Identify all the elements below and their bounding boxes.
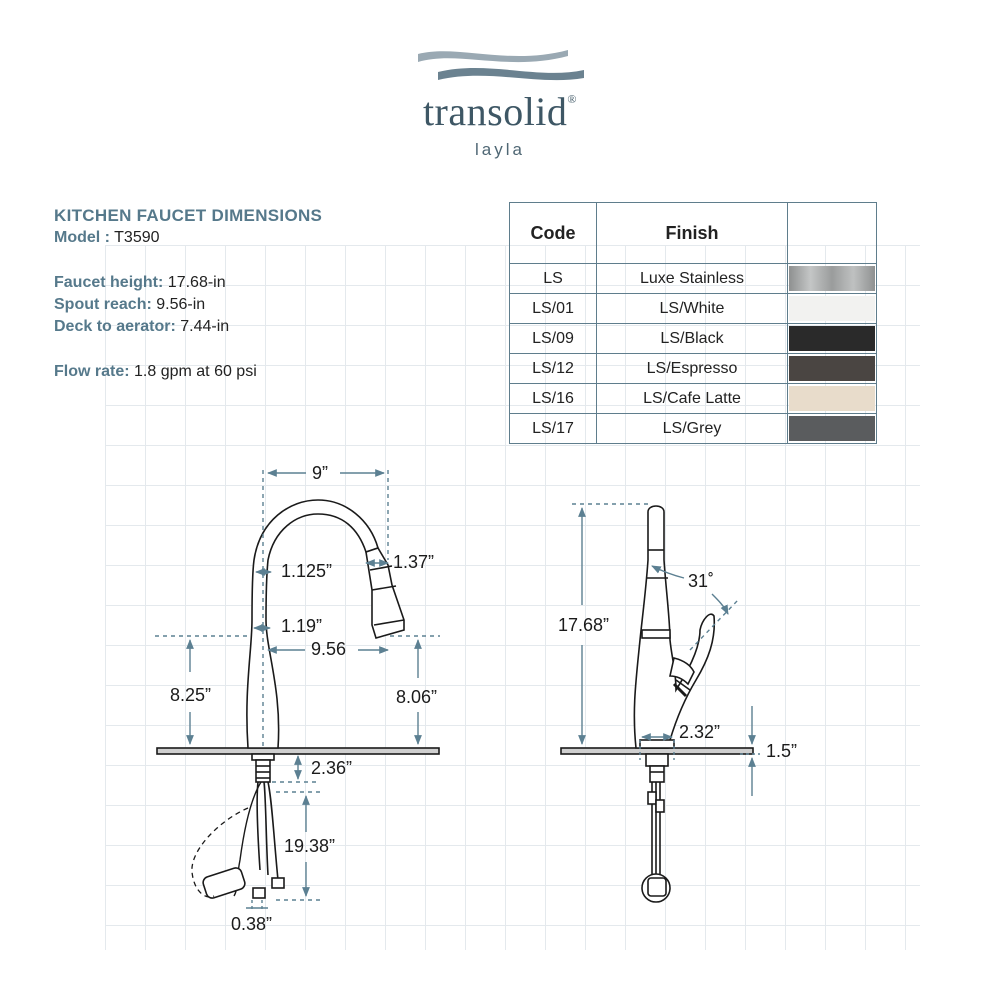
- finish-code: LS: [509, 263, 597, 294]
- finish-swatch: [789, 266, 875, 291]
- dim-tube-dia-low: 1.19”: [281, 616, 323, 636]
- finish-name: LS/Black: [596, 323, 788, 354]
- finish-swatch-cell: [787, 353, 877, 384]
- finish-swatch: [789, 326, 875, 351]
- dim-hose-dia: 0.38”: [231, 914, 273, 934]
- brand-name: transolid®: [422, 89, 578, 134]
- finish-name: LS/Cafe Latte: [596, 383, 788, 414]
- specs-panel: KITCHEN FAUCET DIMENSIONS Model : T3590 …: [54, 205, 322, 383]
- side-dimension-lines: [572, 503, 760, 796]
- model-line: Model : T3590: [54, 229, 160, 246]
- finish-swatch-cell: [787, 383, 877, 414]
- dim-base-dia: 2.32”: [679, 722, 721, 742]
- header-finish: Finish: [596, 202, 788, 264]
- dim-deck-thickness: 1.5”: [766, 741, 798, 761]
- front-deck: [156, 747, 440, 755]
- flow-line: Flow rate: 1.8 gpm at 60 psi: [54, 363, 257, 380]
- side-view-drawing: [560, 505, 754, 903]
- table-header-row: Code Finish: [509, 202, 877, 264]
- finish-name: LS/White: [596, 293, 788, 324]
- collection-name: layla: [475, 140, 525, 159]
- finish-swatch: [789, 296, 875, 321]
- finish-swatch-cell: [787, 413, 877, 444]
- finish-swatch-cell: [787, 263, 877, 294]
- side-deck: [560, 747, 754, 755]
- dim-handle-angle: 31˚: [688, 571, 715, 591]
- dim-aerator-height: 8.06”: [396, 687, 438, 707]
- finish-swatch: [789, 386, 875, 411]
- brand-logo: transolid® layla: [400, 40, 600, 170]
- front-dimension-lines: [155, 469, 440, 912]
- dim-reach: 9.56: [311, 639, 347, 659]
- wave-logo-icon: [418, 50, 584, 81]
- dim-total-height: 17.68”: [558, 615, 610, 635]
- specs-title: KITCHEN FAUCET DIMENSIONS: [54, 206, 323, 225]
- dim-hose: 19.38”: [284, 836, 336, 856]
- dim-head-dia: 1.37”: [393, 552, 435, 572]
- dim-body-height: 8.25”: [170, 685, 212, 705]
- finish-name: LS/Grey: [596, 413, 788, 444]
- front-view-drawing: [156, 499, 440, 899]
- finish-swatch: [789, 416, 875, 441]
- finish-name: Luxe Stainless: [596, 263, 788, 294]
- finish-swatch-cell: [787, 323, 877, 354]
- reach-line: Spout reach: 9.56-in: [54, 296, 206, 313]
- finish-swatch: [789, 356, 875, 381]
- dim-shank: 2.36”: [311, 758, 353, 778]
- dim-tube-dia-top: 1.125”: [281, 561, 333, 581]
- dim-spout-width: 9”: [312, 463, 329, 483]
- finish-code: LS/17: [509, 413, 597, 444]
- deck-line: Deck to aerator: 7.44-in: [54, 318, 230, 335]
- height-line: Faucet height: 17.68-in: [54, 274, 226, 291]
